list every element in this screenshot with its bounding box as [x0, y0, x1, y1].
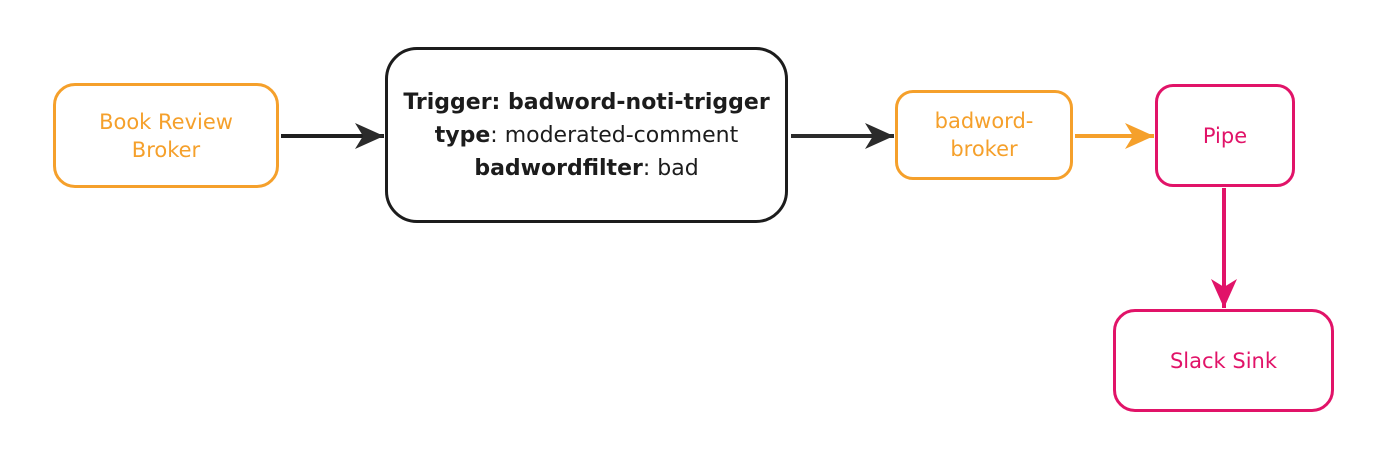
node-label: Broker [131, 137, 201, 162]
node-slack-sink: Slack Sink [1113, 309, 1334, 412]
node-label: Pipe [1202, 123, 1248, 148]
node-book-review-broker: Book Review Broker [53, 83, 279, 188]
trigger-type-key: type [434, 122, 491, 148]
trigger-line-name: Trigger: badword-noti-trigger [403, 86, 769, 119]
trigger-filter-key: badwordfilter [474, 155, 643, 181]
node-label: Slack Sink [1169, 348, 1278, 373]
trigger-filter-value: : bad [642, 155, 699, 181]
trigger-line-filter: badwordfilter: bad [474, 152, 698, 185]
trigger-line-type: type: moderated-comment [435, 119, 738, 152]
node-label: Book Review [99, 109, 233, 134]
node-badword-broker: badword- broker [895, 90, 1073, 180]
node-label: badword- [934, 109, 1034, 133]
node-trigger: Trigger: badword-noti-trigger type: mode… [385, 47, 788, 223]
node-label: broker [950, 137, 1018, 161]
node-pipe: Pipe [1155, 84, 1295, 187]
trigger-type-value: : moderated-comment [490, 122, 739, 148]
trigger-name-text: Trigger: badword-noti-trigger [403, 89, 770, 115]
